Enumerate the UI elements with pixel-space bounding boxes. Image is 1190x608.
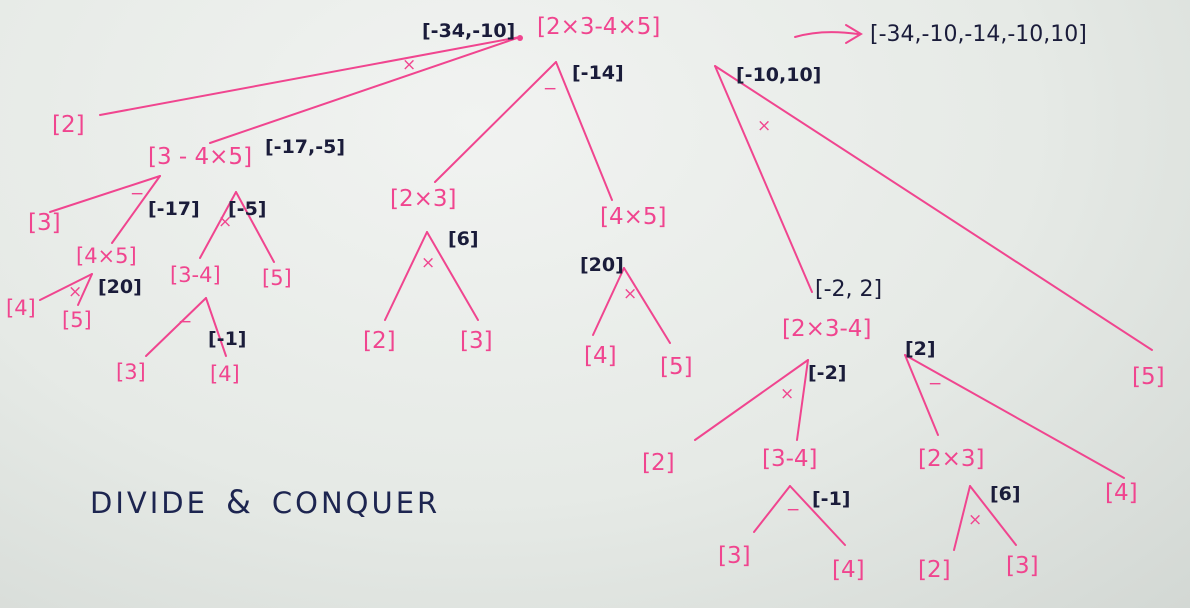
edge-r-3m4 <box>796 359 809 441</box>
edge-root-r5 <box>714 65 1153 351</box>
op-l-3m4: − <box>178 312 193 332</box>
node-m-3: [3] <box>460 328 493 354</box>
node-l-5b: [5] <box>262 266 292 290</box>
edge-4x5-4 <box>39 273 93 301</box>
node-l-4b: [4] <box>210 362 240 386</box>
result-l-times: [-5] <box>228 198 267 220</box>
edge-lexpr-5 <box>235 191 275 263</box>
edge-3m4-3 <box>145 297 207 357</box>
node-r-4: [4] <box>1105 480 1138 506</box>
edge-r2x3-3 <box>969 485 1017 546</box>
result-m-4x5: [20] <box>580 254 624 276</box>
arrow-head <box>845 24 863 44</box>
node-r-2x3: [2×3] <box>918 446 985 472</box>
node-r-2x3m4: [2×3-4] <box>782 316 872 342</box>
node-l-5: [5] <box>62 308 92 332</box>
node-r-3: [3] <box>718 543 751 569</box>
edge-root-r2x3m4 <box>714 65 813 293</box>
title-conquer: CONQUER <box>271 486 441 520</box>
node-l-3m4: [3-4] <box>170 263 221 287</box>
page-title: DIVIDE&CONQUER <box>90 486 440 518</box>
node-m-2x3: [2×3] <box>390 186 457 212</box>
node-r-3m4: [3-4] <box>762 446 818 472</box>
title-divide: DIVIDE <box>90 486 208 520</box>
edge-root-m2x3 <box>434 61 557 183</box>
edge-lexpr-3m4 <box>199 191 237 259</box>
op-root-minus: − <box>543 79 558 99</box>
arrow-line <box>794 31 859 38</box>
op-r-times: × <box>780 384 795 404</box>
op-r-2x3: × <box>968 510 983 530</box>
node-m-4: [4] <box>584 343 617 369</box>
result-r-minus: [2] <box>905 338 936 360</box>
edge-root-lexpr <box>209 36 521 144</box>
edge-m2x3-3 <box>426 231 479 321</box>
edge-m4x5-5 <box>623 267 671 344</box>
edge-root-two <box>99 36 521 116</box>
node-r-2: [2] <box>642 450 675 476</box>
title-ampersand: & <box>225 483 254 521</box>
op-root-times-left: × <box>402 55 417 75</box>
node-l-4: [4] <box>6 296 36 320</box>
op-root-times-right: × <box>757 116 772 136</box>
edge-m2x3-2 <box>384 231 428 321</box>
node-m-2: [2] <box>363 328 396 354</box>
op-l-4x5: × <box>68 282 83 302</box>
edge-r3m4-4 <box>789 485 846 546</box>
edge-3m4-4 <box>205 297 227 357</box>
result-r-3m4: [-1] <box>812 488 851 510</box>
final-result-list: [-34,-10,-14,-10,10] <box>870 22 1087 47</box>
result-l-3m4: [-1] <box>208 328 247 350</box>
root-dot <box>517 35 523 41</box>
op-r-minus: − <box>928 374 943 394</box>
op-m-4x5: × <box>623 284 638 304</box>
result-minus-root: [-14] <box>572 62 624 84</box>
edge-m4x5-4 <box>592 267 625 336</box>
result-times-root: [-10,10] <box>736 64 822 86</box>
result-r-times: [-2] <box>808 362 847 384</box>
op-l-times: × <box>218 212 233 232</box>
result-l-4x5: [20] <box>98 276 142 298</box>
node-l-4x5: [4×5] <box>76 244 137 268</box>
node-l-three: [3] <box>28 210 61 236</box>
edge-r-2x3 <box>904 354 939 436</box>
node-l-expr: [3 - 4×5] <box>148 144 253 170</box>
node-m-4x5: [4×5] <box>600 204 667 230</box>
node-root: [2×3-4×5] <box>537 14 661 40</box>
node-m-5: [5] <box>660 354 693 380</box>
edge-r2x3-2 <box>953 485 971 551</box>
edge-r-4 <box>904 354 1125 479</box>
edge-4x5-5 <box>77 273 93 306</box>
op-m-2x3: × <box>421 253 436 273</box>
result-l-minus: [-17] <box>148 198 200 220</box>
edge-r-2 <box>694 359 809 441</box>
node-r-3b: [3] <box>1006 553 1039 579</box>
edge-r3m4-3 <box>753 485 791 533</box>
node-r-4b: [4] <box>832 557 865 583</box>
edge-lexpr-4x5 <box>111 175 161 244</box>
node-l-two: [2] <box>52 112 85 138</box>
op-r-3m4: − <box>786 500 801 520</box>
result-l-expr: [-17,-5] <box>265 136 346 158</box>
result-r-2x3m4: [-2, 2] <box>815 277 883 302</box>
result-m-2x3: [6] <box>448 228 479 250</box>
edge-root-m4x5 <box>555 61 613 201</box>
node-l-3b: [3] <box>116 360 146 384</box>
edge-lexpr-three <box>49 175 161 213</box>
result-root: [-34,-10] <box>422 20 516 42</box>
node-r-5: [5] <box>1132 364 1165 390</box>
op-l-minus: − <box>130 184 145 204</box>
result-r-2x3: [6] <box>990 483 1021 505</box>
node-r-2b: [2] <box>918 557 951 583</box>
